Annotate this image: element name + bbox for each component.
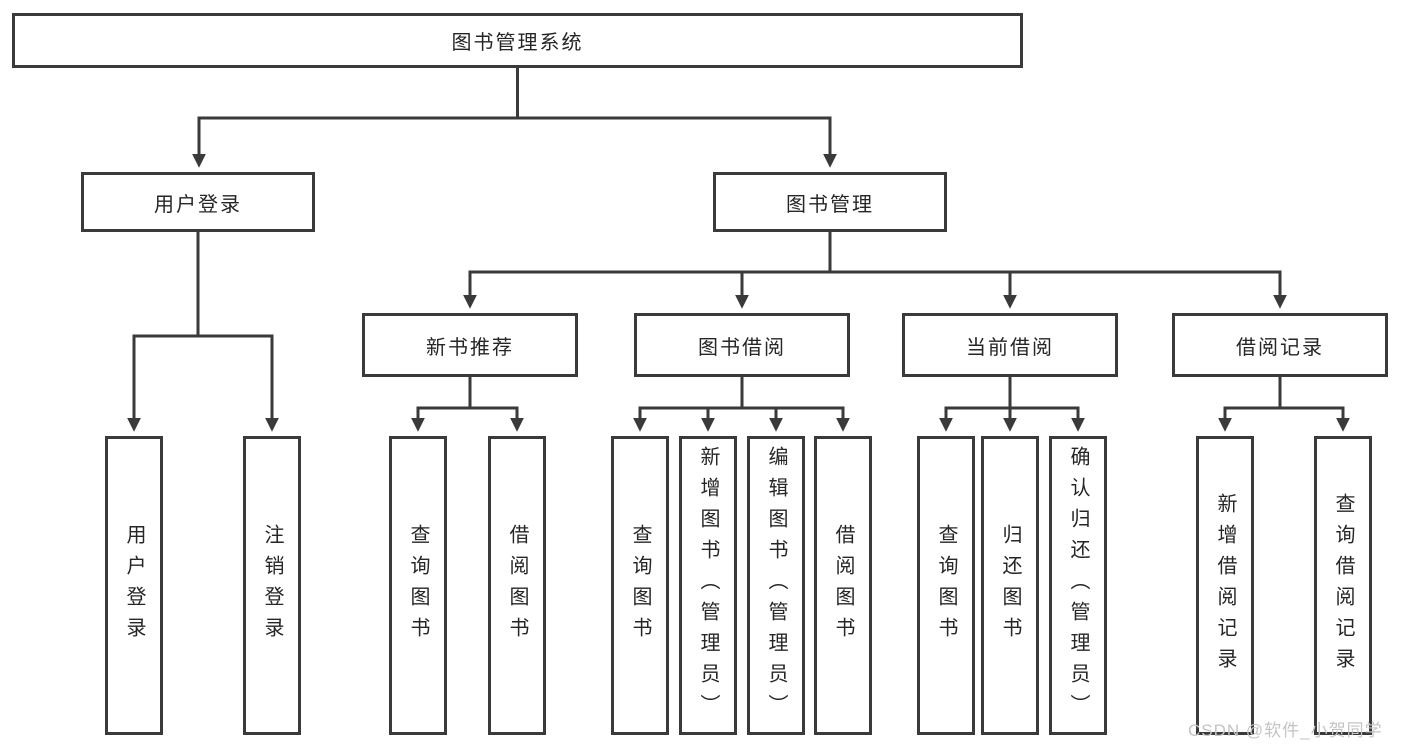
node-user-login: 用户登录 xyxy=(81,172,315,232)
leaf-label: 归还图书 xyxy=(999,523,1021,648)
leaf-label: 注销登录 xyxy=(261,523,283,648)
node-book-borrowing: 图书借阅 xyxy=(634,313,850,377)
leaf-query-books-borrowing: 查询图书 xyxy=(611,436,669,735)
node-current-borrowing: 当前借阅 xyxy=(902,313,1118,377)
leaf-edit-books-admin: 编辑图书（管理员） xyxy=(747,436,805,735)
node-new-book-recommendation: 新书推荐 xyxy=(362,313,578,377)
leaf-label: 查询图书 xyxy=(935,523,957,648)
leaf-label: 确认归还（管理员） xyxy=(1067,446,1089,725)
leaf-label: 查询图书 xyxy=(407,523,429,648)
leaf-return-books: 归还图书 xyxy=(981,436,1039,735)
leaf-borrow-books: 借阅图书 xyxy=(814,436,872,735)
leaf-query-books-recommend: 查询图书 xyxy=(389,436,447,735)
node-book-management: 图书管理 xyxy=(713,172,947,232)
leaf-label: 查询借阅记录 xyxy=(1332,492,1354,679)
node-borrowing-records: 借阅记录 xyxy=(1172,313,1388,377)
leaf-label: 借阅图书 xyxy=(506,523,528,648)
leaf-confirm-return-admin: 确认归还（管理员） xyxy=(1049,436,1107,735)
leaf-user-login: 用户登录 xyxy=(105,436,163,735)
leaf-borrow-books-recommend: 借阅图书 xyxy=(488,436,546,735)
leaf-label: 查询图书 xyxy=(629,523,651,648)
leaf-add-books-admin: 新增图书（管理员） xyxy=(679,436,737,735)
leaf-label: 借阅图书 xyxy=(832,523,854,648)
node-library-management-system: 图书管理系统 xyxy=(12,13,1023,68)
leaf-add-borrow-record: 新增借阅记录 xyxy=(1196,436,1254,735)
leaf-label: 新增借阅记录 xyxy=(1214,492,1236,679)
leaf-logout: 注销登录 xyxy=(243,436,301,735)
csdn-watermark: CSDN @软件_小贺同学 xyxy=(1188,721,1383,740)
leaf-label: 用户登录 xyxy=(123,523,145,648)
leaf-label: 新增图书（管理员） xyxy=(697,446,719,725)
leaf-label: 编辑图书（管理员） xyxy=(765,446,787,725)
leaf-query-books-current: 查询图书 xyxy=(917,436,975,735)
leaf-query-borrow-record: 查询借阅记录 xyxy=(1314,436,1372,735)
